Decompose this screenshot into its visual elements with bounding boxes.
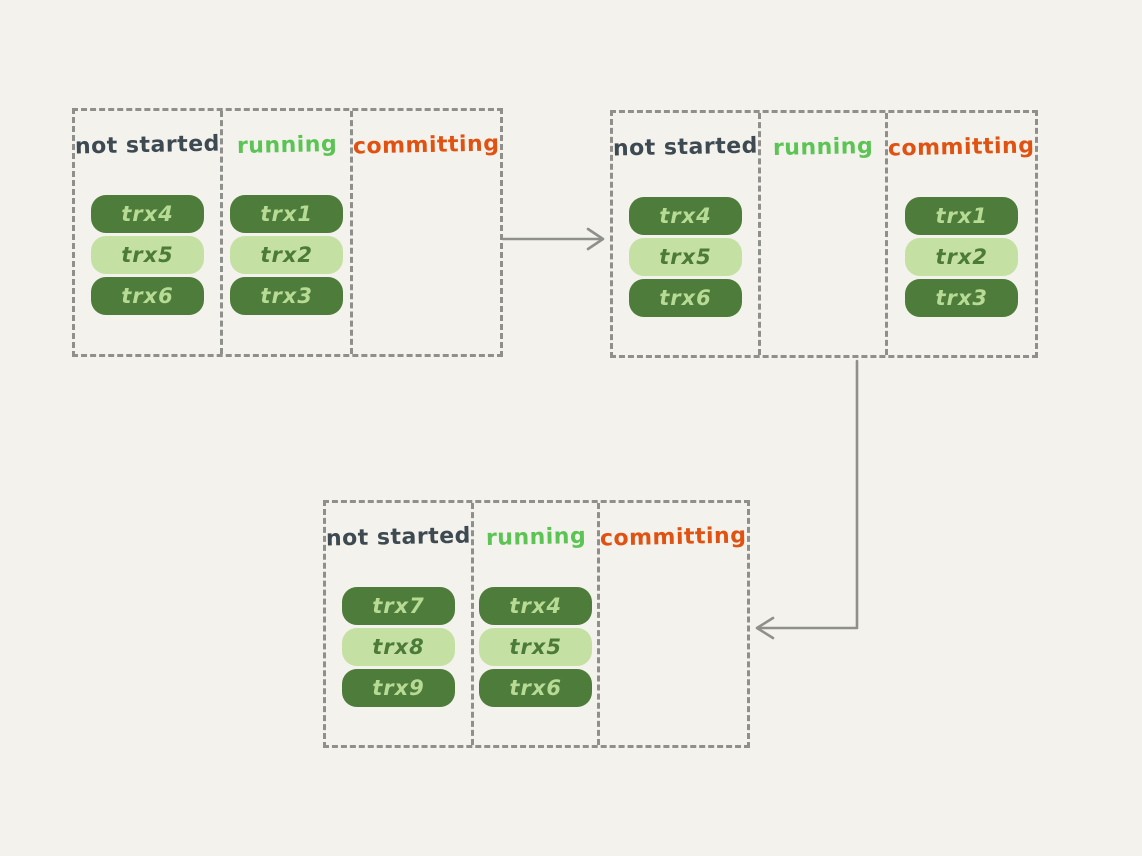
column-committing: committing trx1 trx2 trx3 xyxy=(885,113,1035,355)
trx-pill: trx1 xyxy=(905,197,1019,235)
trx-pill: trx4 xyxy=(479,587,593,625)
running-label: running xyxy=(236,131,338,160)
column-running: running trx1 trx2 trx3 xyxy=(219,111,351,354)
arrow-elbow-down-left-icon xyxy=(755,359,859,640)
state-panel-3: not started trx7 trx8 trx9 running trx4 … xyxy=(323,500,750,748)
running-label: running xyxy=(485,523,587,552)
trx-pill: trx5 xyxy=(628,238,742,276)
trx-pill: trx2 xyxy=(230,236,344,274)
column-committing: committing xyxy=(350,111,500,354)
not-started-label: not started xyxy=(325,523,472,552)
trx-pill: trx4 xyxy=(628,197,742,235)
arrow-right-icon xyxy=(501,227,605,251)
trx-pill: trx3 xyxy=(905,279,1019,317)
trx-pill: trx2 xyxy=(905,238,1019,276)
trx-pill: trx8 xyxy=(341,628,455,666)
trx-pill: trx9 xyxy=(341,669,455,707)
trx-pill: trx3 xyxy=(230,277,344,315)
pill-stack: trx1 trx2 trx3 xyxy=(905,197,1019,317)
pill-stack: trx4 trx5 trx6 xyxy=(90,195,204,315)
column-not-started: not started trx4 trx5 trx6 xyxy=(613,113,758,355)
committing-label: committing xyxy=(888,133,1036,162)
state-panel-2: not started trx4 trx5 trx6 running commi… xyxy=(610,110,1038,358)
not-started-label: not started xyxy=(612,133,759,162)
trx-pill: trx6 xyxy=(90,277,204,315)
committing-label: committing xyxy=(600,523,748,552)
trx-pill: trx5 xyxy=(90,236,204,274)
committing-label: committing xyxy=(353,131,501,160)
column-running: running xyxy=(757,113,886,355)
trx-pill: trx7 xyxy=(341,587,455,625)
trx-pill: trx6 xyxy=(628,279,742,317)
trx-pill: trx1 xyxy=(230,195,344,233)
column-not-started: not started trx4 trx5 trx6 xyxy=(75,111,220,354)
trx-pill: trx5 xyxy=(479,628,593,666)
column-running: running trx4 trx5 trx6 xyxy=(470,503,598,745)
pill-stack: trx7 trx8 trx9 xyxy=(341,587,455,707)
trx-pill: trx6 xyxy=(479,669,593,707)
pill-stack: trx4 trx5 trx6 xyxy=(479,587,593,707)
pill-stack: trx4 trx5 trx6 xyxy=(628,197,742,317)
column-committing: committing xyxy=(597,503,747,745)
running-label: running xyxy=(772,133,874,162)
column-not-started: not started trx7 trx8 trx9 xyxy=(326,503,471,745)
pill-stack: trx1 trx2 trx3 xyxy=(230,195,344,315)
state-panel-1: not started trx4 trx5 trx6 running trx1 … xyxy=(72,108,503,357)
not-started-label: not started xyxy=(74,131,221,160)
trx-pill: trx4 xyxy=(90,195,204,233)
